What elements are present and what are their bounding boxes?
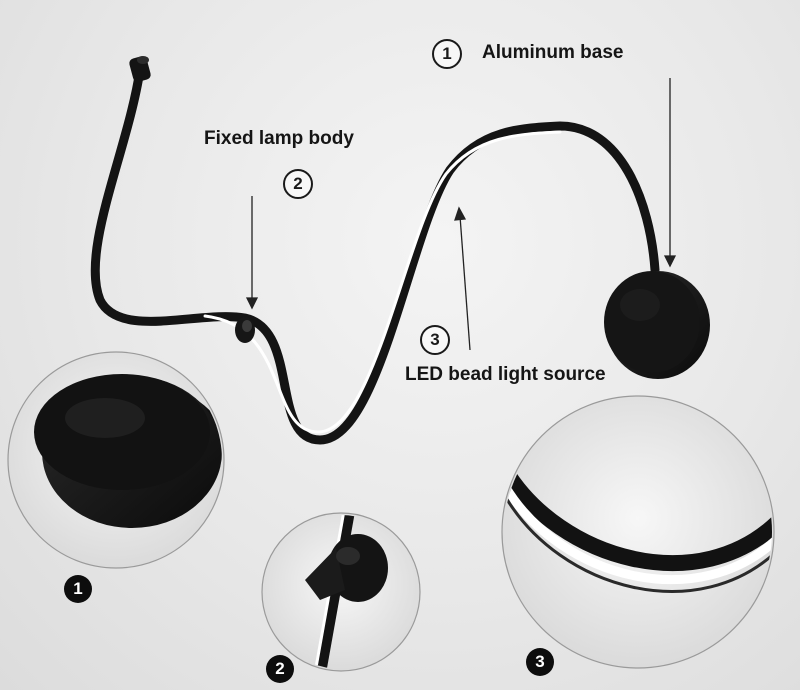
detail-number-2-icon: 2	[266, 655, 294, 683]
label-led-light-source: LED bead light source	[405, 364, 606, 385]
label-fixed-lamp-body: Fixed lamp body	[204, 128, 354, 149]
lamp-end-cap	[129, 56, 151, 82]
detail-inset-joint	[261, 512, 421, 672]
callout-number-3-icon: 3	[420, 325, 450, 355]
detail-number-1-icon: 1	[64, 575, 92, 603]
callout-number-1-icon: 1	[432, 39, 462, 69]
detail-inset-led	[501, 395, 775, 669]
callout-number-2-icon: 2	[283, 169, 313, 199]
arrow-icon	[245, 78, 677, 351]
label-aluminum-base: Aluminum base	[482, 42, 624, 63]
lamp-joint	[235, 317, 255, 343]
lamp-tube	[90, 65, 660, 445]
detail-inset-base	[7, 351, 225, 569]
aluminum-base-disc	[604, 271, 710, 379]
detail-number-3-icon: 3	[526, 648, 554, 676]
